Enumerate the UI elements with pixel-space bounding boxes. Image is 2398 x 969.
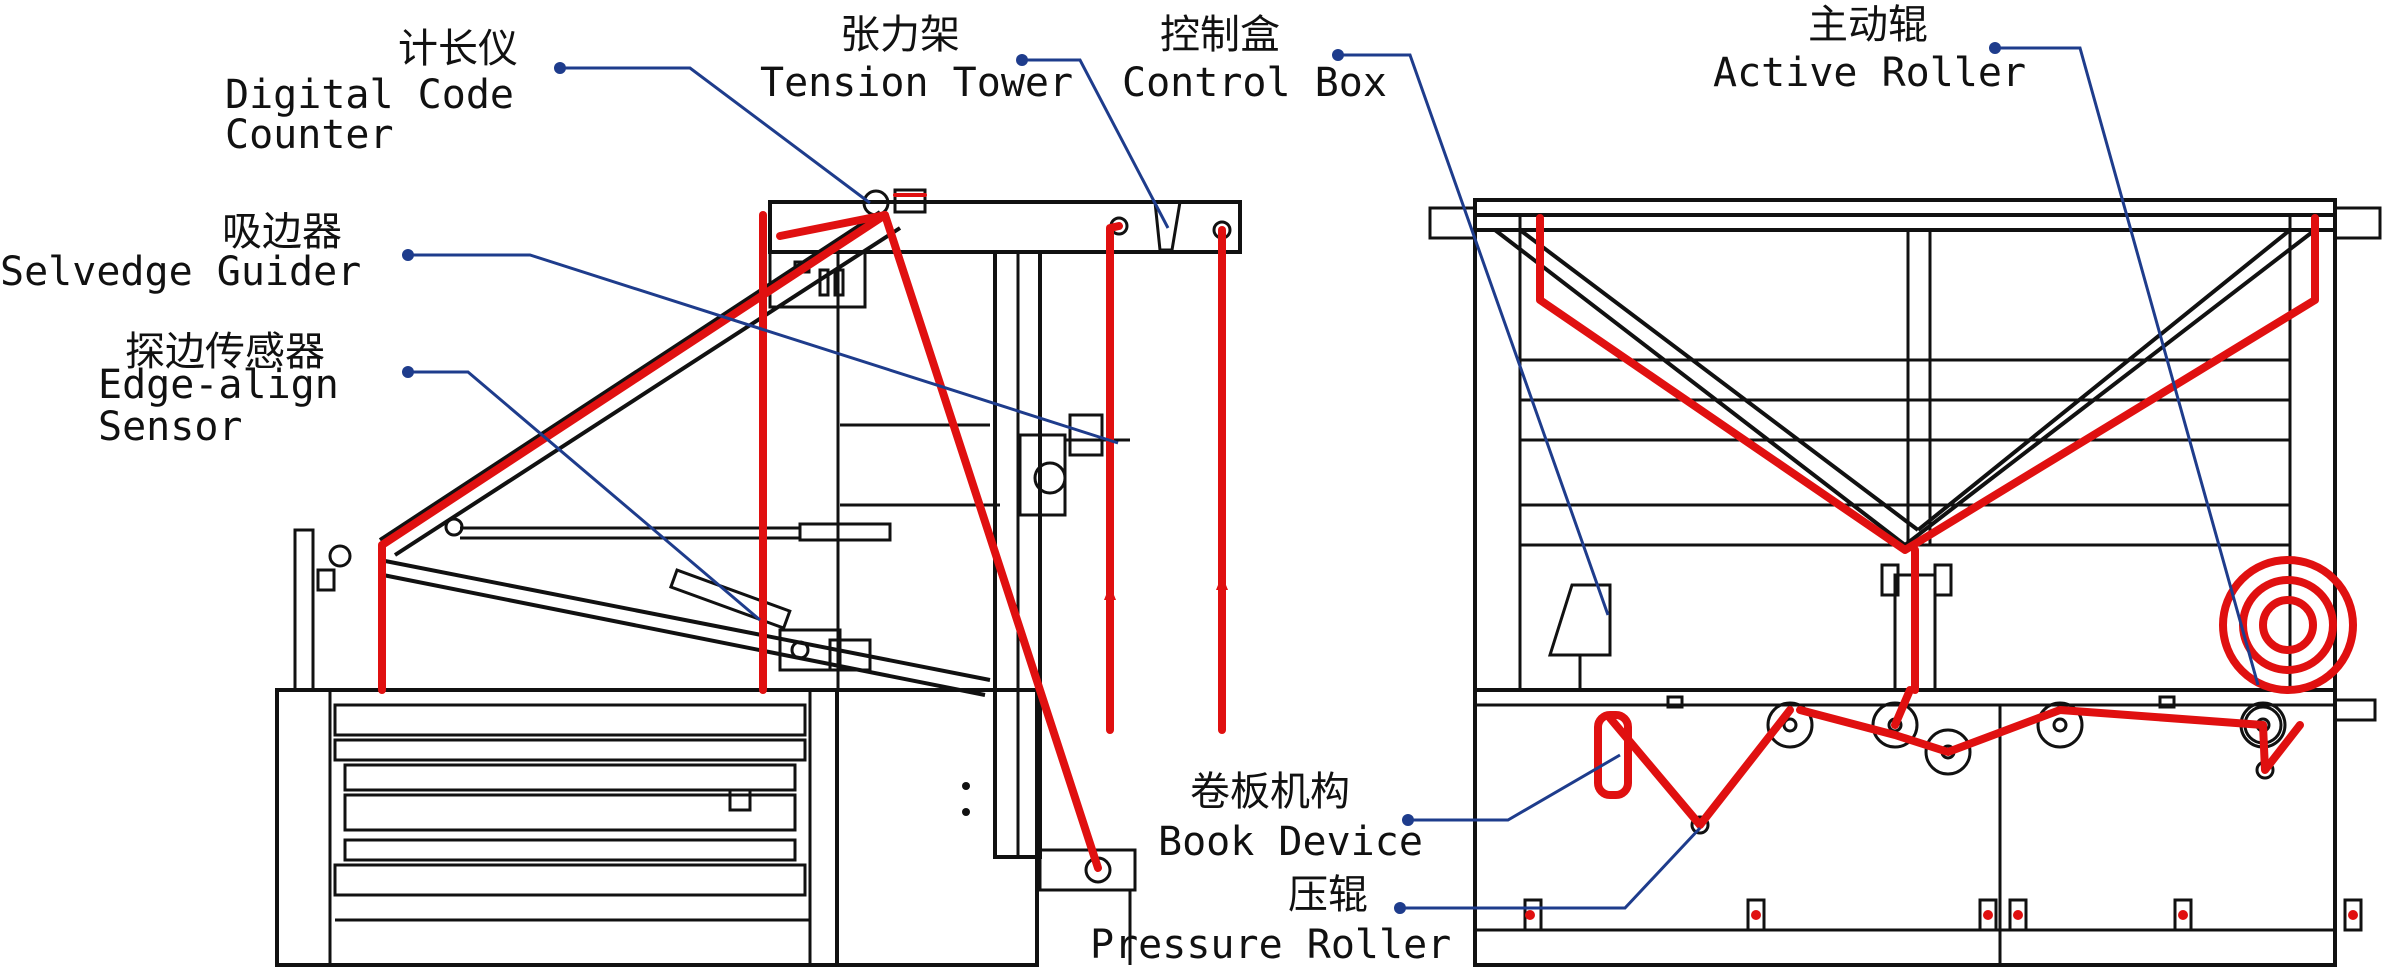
active-roller-label-zh: 主动辊 bbox=[1808, 2, 1928, 48]
control-label-zh: 控制盒 bbox=[1160, 12, 1280, 58]
active-roller-label-en: Active Roller bbox=[1713, 50, 2026, 96]
selvedge-label-zh: 吸边器 bbox=[222, 209, 342, 255]
front-view bbox=[1428, 198, 2382, 967]
tension-label-zh: 张力架 bbox=[840, 12, 960, 58]
edge-sensor-label-en-1: Edge-align bbox=[98, 362, 339, 408]
fabric-path-side bbox=[378, 193, 1228, 872]
counter-label-en-2: Counter bbox=[225, 112, 394, 158]
book-device-label-en: Book Device bbox=[1158, 819, 1423, 865]
control-label-en: Control Box bbox=[1122, 60, 1387, 106]
fabric-path-front bbox=[1525, 214, 2358, 920]
selvedge-label-en: Selvedge Guider bbox=[0, 249, 361, 295]
tension-label-en: Tension Tower bbox=[760, 60, 1073, 106]
edge-sensor-label-en-2: Sensor bbox=[98, 404, 243, 450]
pressure-roller-label-en: Pressure Roller bbox=[1090, 922, 1451, 968]
pressure-roller-label-zh: 压辊 bbox=[1288, 872, 1368, 918]
labels: 计长仪 Digital Code Counter 张力架 Tension Tow… bbox=[0, 2, 2026, 968]
counter-label-zh: 计长仪 bbox=[398, 26, 518, 72]
counter-label-en-1: Digital Code bbox=[225, 72, 514, 118]
leader-lines bbox=[402, 42, 2260, 914]
edge-sensor-label-zh: 探边传感器 bbox=[125, 329, 325, 375]
book-device-label-zh: 卷板机构 bbox=[1190, 769, 1350, 815]
